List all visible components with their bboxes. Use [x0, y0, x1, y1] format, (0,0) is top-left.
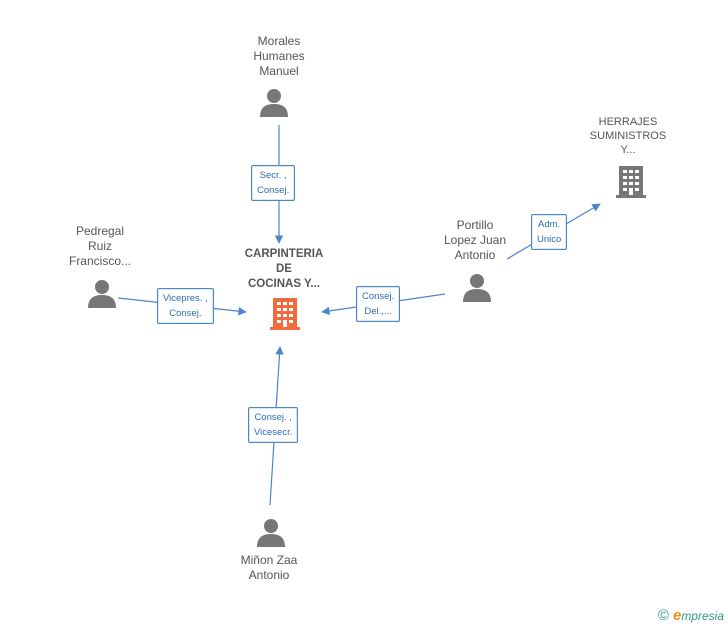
- role-label-left: Vicepres. , Consej.: [157, 288, 214, 324]
- company-name[interactable]: HERRAJES SUMINISTROS Y...: [589, 116, 667, 156]
- person-icon-left[interactable]: [88, 280, 116, 308]
- person-name-right[interactable]: Portillo Lopez Juan Antonio: [443, 218, 507, 262]
- person-name-top[interactable]: Morales Humanes Manuel: [253, 34, 305, 78]
- person-name-left[interactable]: Pedregal Ruiz Francisco...: [68, 224, 131, 268]
- footer-brand: © empresia: [658, 607, 724, 624]
- center-company-name[interactable]: CARPINTERIA DE COCINAS Y...: [244, 248, 324, 290]
- person-icon-top[interactable]: [260, 89, 288, 117]
- building-icon-center[interactable]: [270, 298, 300, 330]
- brand-name: mpresia: [681, 609, 724, 623]
- building-icon-company[interactable]: [616, 166, 646, 198]
- role-label-company: Adm. Unico: [531, 214, 568, 250]
- copyright-icon: ©: [657, 607, 669, 624]
- person-name-bottom[interactable]: Miñon Zaa Antonio: [240, 553, 298, 582]
- brand-logo-e: e: [672, 607, 682, 624]
- role-label-bottom: Consej. , Vicesecr.: [248, 407, 299, 443]
- role-label-right: Consej. Del.,...: [356, 286, 401, 322]
- person-icon-bottom[interactable]: [257, 519, 285, 547]
- role-label-top: Secr. , Consej.: [251, 165, 296, 201]
- person-icon-right[interactable]: [463, 274, 491, 302]
